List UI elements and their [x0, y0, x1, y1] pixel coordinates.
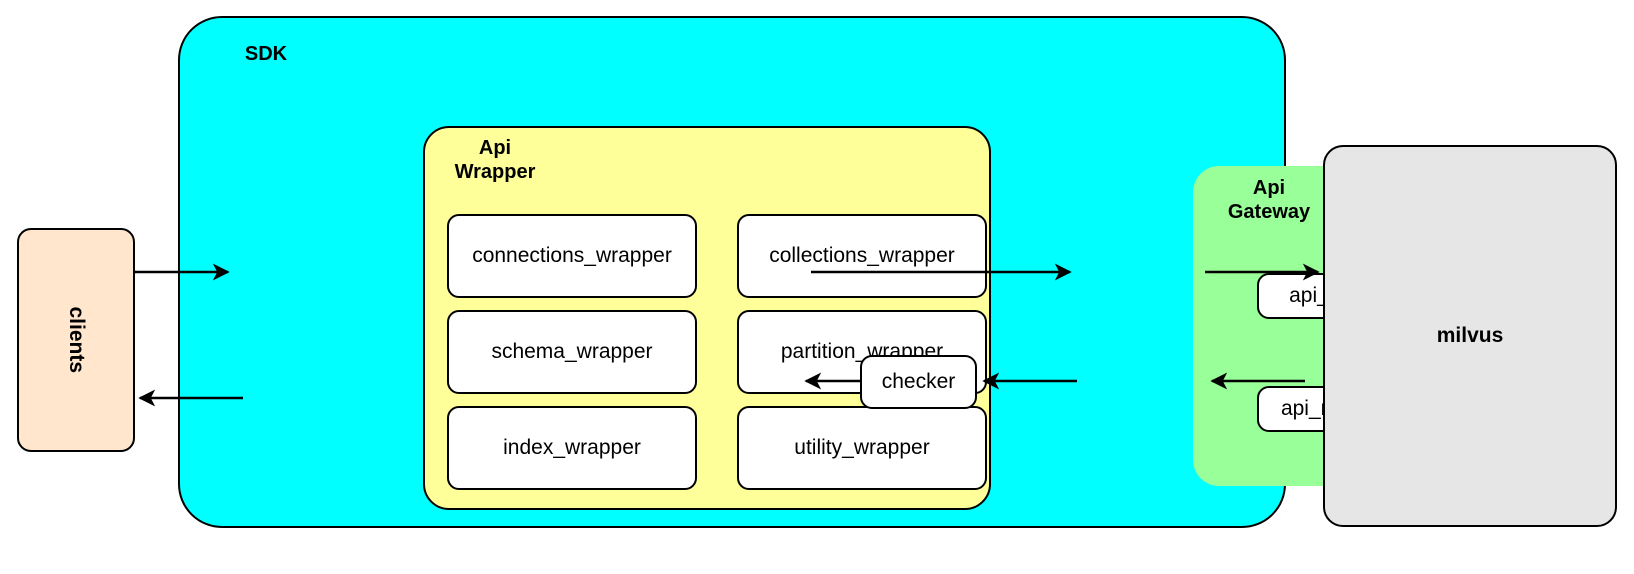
api-gateway-title: Api Gateway: [1227, 177, 1311, 224]
schema-wrapper-box[interactable]: schema_wrapper: [447, 310, 697, 394]
connections-wrapper-box[interactable]: connections_wrapper: [447, 214, 697, 298]
checker-node[interactable]: checker: [860, 355, 977, 409]
collections-wrapper-box[interactable]: collections_wrapper: [737, 214, 987, 298]
utility-wrapper-box[interactable]: utility_wrapper: [737, 406, 987, 490]
sdk-container[interactable]: SDK Api Wrapper connections_wrapper coll…: [178, 16, 1431, 528]
clients-label: clients: [64, 306, 88, 374]
clients-node[interactable]: clients: [17, 228, 135, 452]
index-wrapper-box[interactable]: index_wrapper: [447, 406, 697, 490]
api-wrapper-group[interactable]: Api Wrapper connections_wrapper collecti…: [423, 126, 991, 510]
milvus-label: milvus: [1436, 324, 1504, 348]
checker-label: checker: [881, 370, 956, 394]
sdk-title: SDK: [244, 43, 288, 65]
milvus-node[interactable]: milvus: [1323, 145, 1617, 527]
api-wrapper-title: Api Wrapper: [454, 137, 536, 184]
